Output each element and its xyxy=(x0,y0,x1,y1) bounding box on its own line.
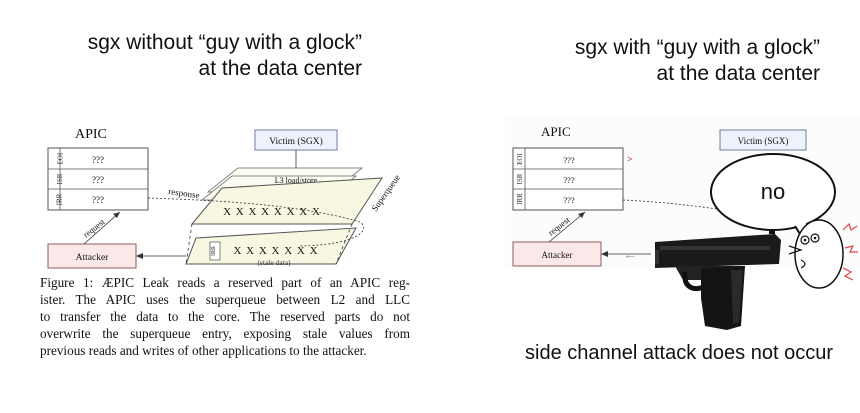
request-label: request xyxy=(81,216,107,239)
meme-register-value-eoi: ??? xyxy=(563,155,575,165)
meme-attacker-label: Attacker xyxy=(542,250,573,260)
red-mark: > xyxy=(627,154,632,164)
attacker-box xyxy=(47,243,137,269)
right-panel: sgx with “guy with a glock” at the data … xyxy=(430,0,860,413)
right-title-line2: at the data center xyxy=(656,62,820,85)
register-value-isr: ??? xyxy=(92,175,104,185)
meme-figure: APIC EOI ISR IRR ??? ??? ??? Victim (SGX… xyxy=(505,118,860,330)
figure-caption: Figure 1: ÆPIC Leak reads a reserved par… xyxy=(40,274,410,359)
left-title-line1: sgx without “guy with a glock” xyxy=(87,31,362,54)
bottom-caption: side channel attack does not occur xyxy=(525,342,833,364)
left-panel: sgx without “guy with a glock” at the da… xyxy=(40,30,410,359)
caption-line: Figure 1: ÆPIC Leak reads a reserved par… xyxy=(40,275,410,290)
aepic-leak-figure: APIC EOI ISR IRR ??? ??? ??? Victim (SGX… xyxy=(47,127,402,269)
meme-register-label-eoi: EOI xyxy=(516,153,524,165)
meme-attacker-box xyxy=(512,241,602,267)
entry-lower-values: X X X X X X X xyxy=(233,245,318,257)
register-value-eoi: ??? xyxy=(92,155,104,165)
left-title: sgx without “guy with a glock” at the da… xyxy=(40,30,362,82)
left-title-line2: at the data center xyxy=(198,57,362,80)
cartoon-face xyxy=(788,219,858,289)
speech-bubble xyxy=(710,153,836,231)
meme-register-label-irr: IRR xyxy=(516,193,524,205)
entry-irr-tag: IRR xyxy=(211,246,217,256)
stale-data-label: (stale data) xyxy=(257,258,291,267)
l3-label: L3 load/store xyxy=(275,176,318,185)
gray-arrow: ← xyxy=(623,246,637,262)
meme-victim-label: Victim (SGX) xyxy=(738,136,789,146)
caption-line: ister. The APIC uses the superqueue betw… xyxy=(40,292,410,307)
caption-line: previous reads and writes of other appli… xyxy=(40,343,367,358)
meme-register-table xyxy=(512,147,624,211)
response-path xyxy=(147,197,365,247)
entry-upper-values: X X X X X X X X xyxy=(223,206,321,218)
glock-pistol-image xyxy=(655,228,781,330)
response-label: response xyxy=(168,186,201,200)
apic-register-table xyxy=(47,147,149,211)
register-label-irr: IRR xyxy=(56,193,64,205)
attacker-label: Attacker xyxy=(76,253,110,263)
meme-victim-box xyxy=(719,129,807,151)
register-label-eoi: EOI xyxy=(57,152,65,164)
apic-label: APIC xyxy=(75,127,107,142)
register-value-irr: ??? xyxy=(92,195,104,205)
meme-register-label-isr: ISR xyxy=(516,173,524,184)
meme-register-value-irr: ??? xyxy=(563,195,575,205)
meme-apic-label: APIC xyxy=(541,124,571,139)
caption-line: to transfer the data to the core. The re… xyxy=(40,309,410,324)
register-label-isr: ISR xyxy=(56,173,64,184)
right-title: sgx with “guy with a glock” at the data … xyxy=(520,35,820,87)
bubble-text: no xyxy=(761,179,785,204)
victim-label: Victim (SGX) xyxy=(269,136,323,147)
right-title-line1: sgx with “guy with a glock” xyxy=(574,36,820,59)
caption-line: overwrite the superqueue entry, exposing… xyxy=(40,326,410,341)
meme-register-value-isr: ??? xyxy=(563,175,575,185)
